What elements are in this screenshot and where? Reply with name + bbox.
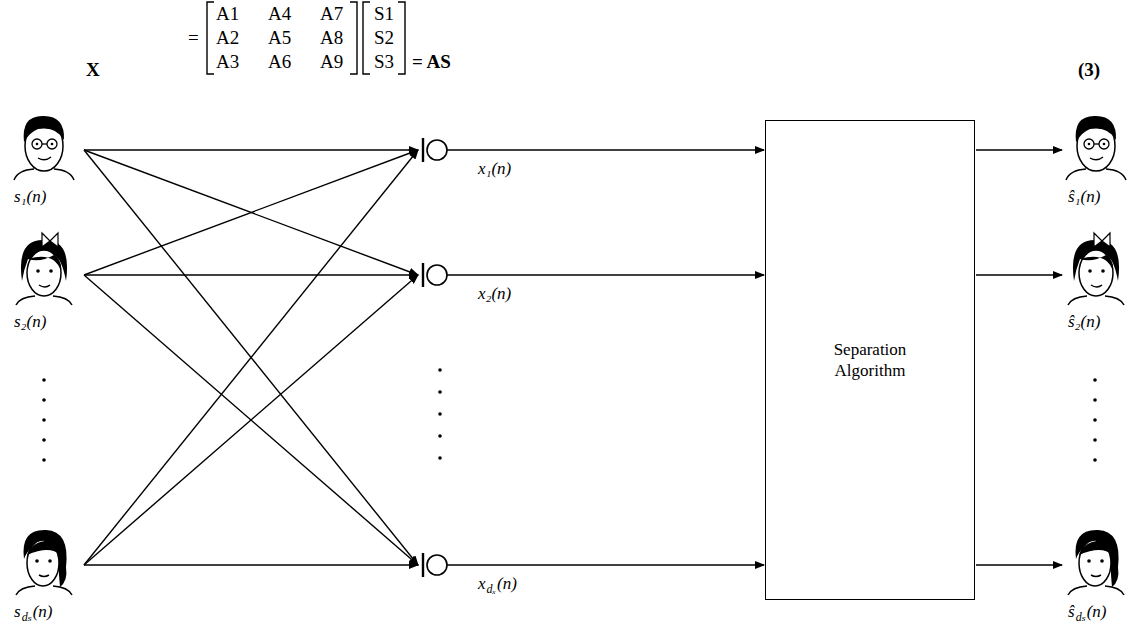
- vector-entry: S1: [374, 4, 394, 23]
- signal-label: x: [478, 575, 486, 592]
- box-label: Separation Algorithm: [815, 339, 925, 382]
- signal-label: (n): [497, 575, 517, 592]
- signal-label: (n): [33, 603, 53, 620]
- process-box: Separation Algorithm: [765, 120, 975, 600]
- matrix-entry: A3: [216, 52, 239, 71]
- matrix-entry: A6: [268, 52, 291, 71]
- matrix-entry: A8: [320, 28, 343, 47]
- equation-symbol: =: [188, 28, 199, 47]
- matrix-entry: A4: [268, 4, 291, 23]
- equation-number: (3): [1078, 60, 1100, 79]
- signal-label: x₁(n): [478, 160, 511, 177]
- vector-entry: S2: [374, 28, 394, 47]
- signal-subscript: dₛ: [1076, 611, 1086, 623]
- matrix-entry: A5: [268, 28, 291, 47]
- microphone-symbol: [423, 138, 447, 577]
- output-figure: [1068, 530, 1124, 595]
- signal-subscript: dₛ: [22, 611, 32, 623]
- signal-label: s₁(n): [14, 188, 46, 205]
- matrix-bracket: [350, 2, 357, 74]
- equation-result: = AS: [412, 52, 451, 71]
- signal-label: s₂(n): [14, 313, 46, 330]
- vector-bracket: [363, 2, 370, 74]
- signal-label: s: [14, 603, 21, 620]
- matrix-entry: A2: [216, 28, 239, 47]
- signal-label: ŝ₁(n): [1068, 188, 1100, 205]
- speaker-figure: [16, 233, 72, 305]
- matrix-entry: A1: [216, 4, 239, 23]
- matrix-entry: A7: [320, 4, 343, 23]
- signal-label: x₂(n): [478, 285, 511, 302]
- speaker-figure: [14, 116, 74, 180]
- vector-bracket: [398, 2, 405, 74]
- signal-label: ŝ₂(n): [1068, 313, 1100, 330]
- matrix-entry: A9: [320, 52, 343, 71]
- signal-label: ŝ: [1068, 603, 1075, 620]
- signal-subscript: dₓ: [487, 583, 496, 595]
- matrix-bracket: [207, 2, 214, 74]
- vector-entry: S3: [374, 52, 394, 71]
- equation-symbol: X: [86, 60, 100, 79]
- output-figure: [1066, 116, 1126, 180]
- output-figure: [1068, 233, 1124, 305]
- speaker-figure: [16, 530, 72, 595]
- mixing-path: [84, 150, 418, 565]
- signal-label: (n): [1087, 603, 1107, 620]
